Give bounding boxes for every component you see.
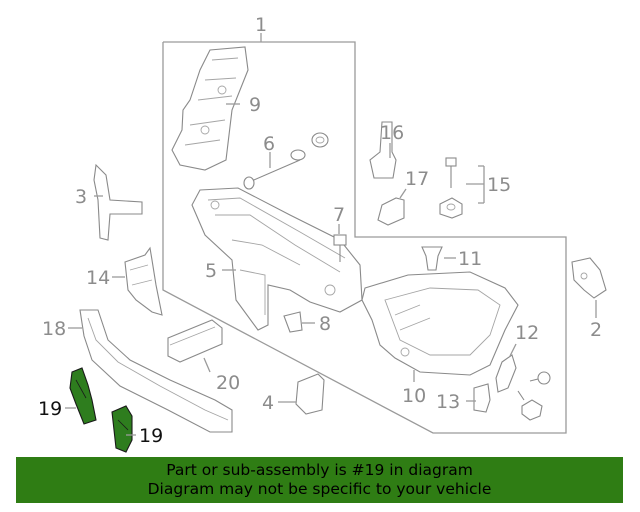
part-14-bracket — [124, 246, 163, 316]
part-20-bracket — [167, 319, 223, 363]
callout-20: 20 — [216, 372, 240, 394]
callout-2: 2 — [590, 319, 602, 341]
part-2-bracket — [571, 257, 607, 299]
callout-19-right: 19 — [139, 425, 163, 447]
callout-3: 3 — [75, 186, 87, 208]
callout-18: 18 — [42, 318, 66, 340]
callout-5: 5 — [205, 260, 217, 282]
part-19-bracket-right — [111, 405, 133, 453]
callout-10: 10 — [402, 385, 426, 407]
callout-6: 6 — [263, 133, 275, 155]
part-8-clip — [283, 311, 303, 333]
assembly-outline — [162, 41, 567, 434]
callout-7: 7 — [333, 204, 345, 226]
callout-17: 17 — [405, 168, 429, 190]
footer-line-2: Diagram may not be specific to your vehi… — [147, 480, 492, 498]
callout-19-left: 19 — [38, 398, 62, 420]
part-12-bracket — [495, 354, 517, 393]
callout-4: 4 — [262, 392, 274, 414]
callout-1: 1 — [255, 14, 267, 36]
callout-14: 14 — [86, 267, 110, 289]
part-18-beam — [79, 309, 233, 433]
part-16-bracket — [369, 121, 397, 179]
footer-banner: Part or sub-assembly is #19 in diagram D… — [16, 457, 623, 503]
callout-15: 15 — [487, 174, 511, 196]
callout-11: 11 — [458, 248, 482, 270]
part-4-bracket — [295, 373, 325, 415]
part-6-bolt — [243, 159, 301, 190]
part-10-support — [361, 271, 519, 376]
washers — [290, 132, 329, 161]
callout-8: 8 — [319, 313, 331, 335]
callout-13: 13 — [436, 391, 460, 413]
part-15-nut — [439, 197, 463, 219]
callout-12: 12 — [515, 322, 539, 344]
screws — [517, 371, 551, 421]
part-3-bracket — [93, 163, 143, 241]
callout-9: 9 — [249, 94, 261, 116]
leader-lines — [65, 103, 597, 436]
part-15-stud — [445, 157, 457, 188]
part-19-bracket-left — [69, 367, 97, 425]
parts-diagram: 1 9 6 3 16 17 15 7 11 14 5 8 2 12 18 20 … — [38, 14, 607, 453]
footer-line-1: Part or sub-assembly is #19 in diagram — [166, 461, 473, 479]
part-5-crossmember — [191, 187, 363, 331]
part-17-clip — [377, 197, 405, 226]
part-7-screw — [333, 234, 347, 262]
part-9-bracket — [171, 46, 249, 171]
part-13-bracket — [473, 383, 491, 413]
part-11-fastener — [421, 246, 443, 271]
callout-16: 16 — [380, 122, 404, 144]
